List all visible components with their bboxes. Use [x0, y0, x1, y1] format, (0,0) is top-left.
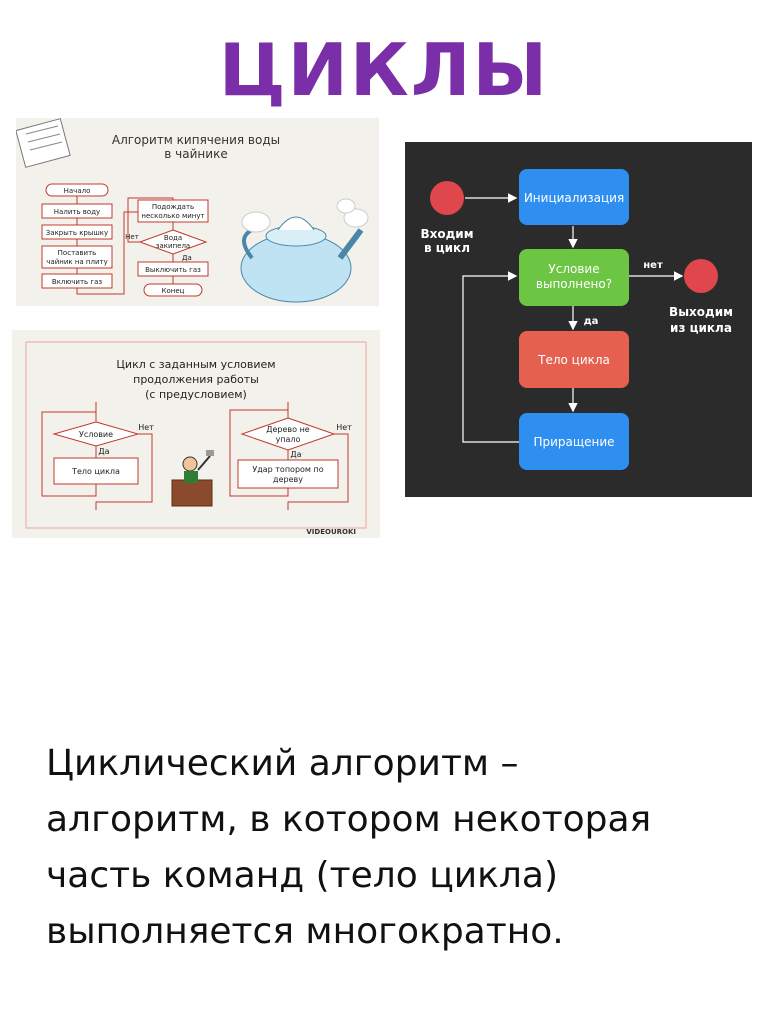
loop-exit-circle	[684, 259, 718, 293]
kettle-step-water: Налить воду	[54, 208, 100, 216]
kettle-step-lid: Закрыть крышку	[46, 229, 108, 237]
kettle-yes-label: Да	[182, 254, 192, 262]
loop-increment-box	[519, 413, 629, 470]
kettle-title-1: Алгоритм кипячения воды	[112, 133, 280, 147]
precondition-title-3: (с предусловием)	[145, 388, 247, 401]
kettle-decision-1: Вода	[164, 234, 182, 242]
loop-increment-label: Приращение	[533, 435, 614, 449]
loop-init-box	[519, 169, 629, 225]
loop-condition-box	[519, 249, 629, 306]
precondition-right-yes: Да	[290, 450, 301, 459]
loop-enter-label-2: в цикл	[424, 241, 470, 255]
precondition-right-condition-2: упало	[276, 435, 301, 444]
loop-exit-label-1: Выходим	[669, 305, 733, 319]
definition-text: Циклический алгоритм – алгоритм, в котор…	[46, 736, 746, 960]
precondition-right-body-2: дереву	[273, 475, 303, 484]
loop-exit-label-2: из цикла	[670, 321, 732, 335]
precondition-right-no: Нет	[336, 423, 352, 432]
precondition-left-yes: Да	[98, 447, 109, 456]
loop-flowchart-image: Входим в цикл Инициализация Условие выпо…	[405, 142, 752, 497]
kettle-algorithm-image: Алгоритм кипячения воды в чайнике Начало…	[15, 118, 379, 306]
loop-init-label: Инициализация	[524, 191, 624, 205]
kettle-step-gas: Включить газ	[52, 278, 102, 286]
loop-body-label: Тело цикла	[537, 353, 610, 367]
kettle-decision-2: закипела	[156, 242, 190, 250]
kettle-illustration	[240, 198, 369, 303]
precondition-left-condition: Условие	[79, 430, 113, 439]
kettle-wait-2: несколько минут	[141, 212, 204, 220]
woodcutter-illustration	[171, 450, 214, 507]
precondition-left-no: Нет	[138, 423, 154, 432]
precondition-right-condition-1: Дерево не	[266, 425, 310, 434]
kettle-step-off: Выключить газ	[145, 266, 201, 274]
videouroki-watermark: VIDEOUROKI	[306, 528, 356, 536]
kettle-step-put-1: Поставить	[58, 249, 97, 257]
loop-no-label: нет	[643, 260, 663, 271]
kettle-end: Конец	[162, 287, 185, 295]
kettle-start: Начало	[64, 187, 91, 195]
precondition-title-1: Цикл с заданным условием	[116, 358, 275, 371]
definition-line-3: часть команд (тело цикла)	[46, 855, 559, 896]
precondition-title-2: продолжения работы	[133, 373, 259, 386]
notebook-icon	[15, 118, 71, 168]
loop-condition-label-2: выполнено?	[536, 277, 612, 291]
kettle-step-put-2: чайник на плиту	[46, 258, 107, 266]
precondition-right-body-1: Удар топором по	[252, 465, 323, 474]
loop-enter-label-1: Входим	[420, 227, 473, 241]
definition-line-4: выполняется многократно.	[46, 911, 564, 952]
definition-line-2: алгоритм, в котором некоторая	[46, 799, 652, 840]
definition-line-1: Циклический алгоритм –	[46, 743, 519, 784]
loop-enter-circle	[430, 181, 464, 215]
kettle-no-label: Нет	[125, 233, 139, 241]
page-title: ЦИКЛЫ	[218, 28, 550, 112]
precondition-loop-image: Цикл с заданным условием продолжения раб…	[12, 330, 380, 538]
loop-condition-label-1: Условие	[548, 262, 599, 276]
precondition-left-body: Тело цикла	[71, 467, 120, 476]
kettle-title-2: в чайнике	[164, 147, 227, 161]
kettle-wait-1: Подождать	[152, 203, 194, 211]
loop-yes-label: да	[584, 316, 599, 327]
loop-body-box	[519, 331, 629, 388]
